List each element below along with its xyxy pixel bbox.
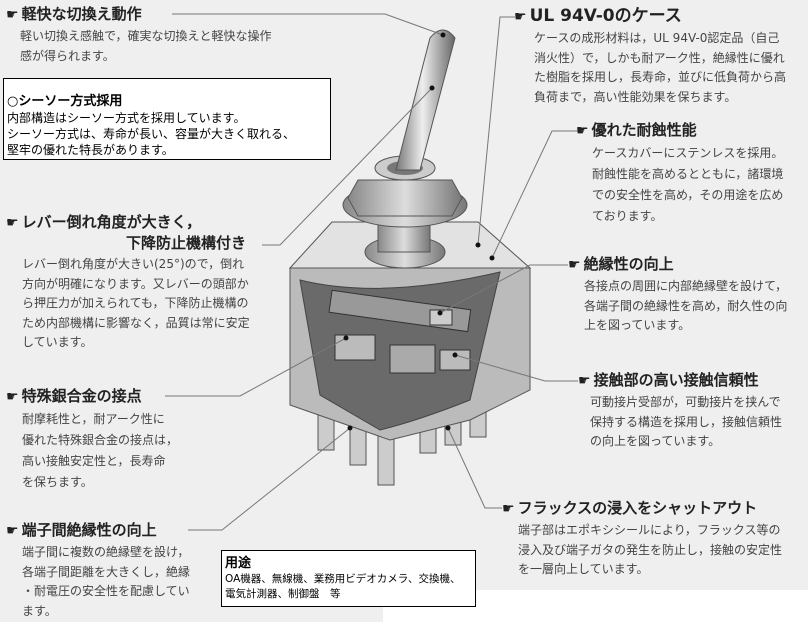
feature-title: レバー倒れ角度が大きく， <box>21 213 202 231</box>
feature-light-switching: ☛軽快な切換え動作 軽い切換え感触で，確実な切換えと軽快な操作感が得られます。 <box>6 4 272 66</box>
usage-box-line: OA機器、無線機、業務用ビデオカメラ、交換機、 <box>225 573 461 585</box>
feature-body: 各接点の周囲に内部絶縁壁を設けて，各端子間の絶縁性を高め，耐久性の向上を図ってい… <box>584 279 788 332</box>
feature-title: UL 94V-0のケース <box>529 6 682 26</box>
feature-body: 軽い切換え感触で，確実な切換えと軽快な操作感が得られます。 <box>20 29 272 63</box>
seesaw-box-line: シーソー方式は、寿命が長い、容量が大きく取れる、 <box>7 127 296 141</box>
feature-silver-alloy: ☛特殊銀合金の接点 耐摩耗性と，耐アーク性に優れた特殊銀合金の接点は，高い接触安… <box>6 386 178 493</box>
leader-lines <box>165 13 578 531</box>
bushing-nut <box>342 155 468 269</box>
feature-body: 耐摩耗性と，耐アーク性に優れた特殊銀合金の接点は，高い接触安定性と，長寿命を保ち… <box>22 412 179 489</box>
pointing-hand-icon: ☛ <box>6 523 19 539</box>
feature-flux-shutout: ☛フラックスの浸入をシャットアウト 端子部はエポキシシールにより，フラックス等の… <box>502 498 782 580</box>
feature-body: 端子間に複数の絶縁壁を設け，各端子間距離を大きくし，絶縁・耐電圧の安全性を配慮し… <box>22 545 191 618</box>
feature-title: 絶縁性の向上 <box>583 255 674 273</box>
feature-ul-case: ☛UL 94V-0のケース ケースの成形材料は，UL 94V-0認定品（自己消火… <box>514 6 786 107</box>
pointing-hand-icon: ☛ <box>6 7 19 23</box>
feature-title: 端子間絶縁性の向上 <box>21 521 157 539</box>
feature-title: 軽快な切換え動作 <box>21 5 142 23</box>
switch-body <box>288 221 532 441</box>
feature-title-line2: 下降防止機構付き <box>126 234 247 252</box>
feature-body: 可動接片受部が，可動接片を挟んで保持する構造を採用し，接触信頼性の向上を図ってい… <box>590 395 783 448</box>
seesaw-box-line: 堅牢の優れた特長があります。 <box>7 143 174 157</box>
feature-terminal-insulation: ☛端子間絶縁性の向上 端子間に複数の絶縁壁を設け，各端子間距離を大きくし，絶縁・… <box>6 520 190 621</box>
feature-contact-reliability: ☛接触部の高い接触信頼性 可動接片受部が，可動接片を挟んで保持する構造を採用し，… <box>578 370 782 452</box>
feature-insulation: ☛絶縁性の向上 各接点の周囲に内部絶縁壁を設けて，各端子間の絶縁性を高め，耐久性… <box>568 254 787 336</box>
feature-body: 端子部はエポキシシールにより，フラックス等の浸入及び端子ガタの発生を防止し，接触… <box>518 523 783 576</box>
usage-box-title: 用途 <box>225 556 252 571</box>
feature-title: 優れた耐蝕性能 <box>591 121 697 139</box>
seesaw-box-line: 内部構造はシーソー方式を採用しています。 <box>7 111 246 125</box>
feature-lever-angle: ☛レバー倒れ角度が大きく， 下降防止機構付き レバー倒れ角度が大きい(25°)の… <box>6 212 250 353</box>
seesaw-info-box: ○シーソー方式採用 内部構造はシーソー方式を採用しています。 シーソー方式は、寿… <box>3 78 331 160</box>
seesaw-box-title: ○シーソー方式採用 <box>7 94 123 109</box>
feature-title: フラックスの浸入をシャットアウト <box>517 499 758 517</box>
leader-dots <box>343 32 495 431</box>
feature-body: ケースの成形材料は，UL 94V-0認定品（自己消火性）で，しかも耐アーク性，絶… <box>534 31 787 104</box>
lever <box>395 29 456 171</box>
feature-title: 接触部の高い接触信頼性 <box>593 371 759 389</box>
feature-body: レバー倒れ角度が大きい(25°)ので，倒れ方向が明確になります。又レバーの頭部か… <box>22 257 250 349</box>
pointing-hand-icon: ☛ <box>514 9 527 25</box>
feature-body: ケースカバーにステンレスを採用。耐蝕性能を高めるとともに，諸環境での安全性を高め… <box>592 146 784 223</box>
pointing-hand-icon: ☛ <box>6 215 19 231</box>
pointing-hand-icon: ☛ <box>578 373 591 389</box>
feature-title: 特殊銀合金の接点 <box>21 387 142 405</box>
usage-info-box: 用途 OA機器、無線機、業務用ビデオカメラ、交換機、 電気計測器、制御盤 等 <box>221 550 476 607</box>
pointing-hand-icon: ☛ <box>576 123 589 139</box>
pointing-hand-icon: ☛ <box>6 389 19 405</box>
pointing-hand-icon: ☛ <box>502 501 515 517</box>
usage-box-line: 電気計測器、制御盤 等 <box>225 588 341 600</box>
pointing-hand-icon: ☛ <box>568 257 581 273</box>
feature-corrosion: ☛優れた耐蝕性能 ケースカバーにステンレスを採用。耐蝕性能を高めるとともに，諸環… <box>576 120 783 227</box>
